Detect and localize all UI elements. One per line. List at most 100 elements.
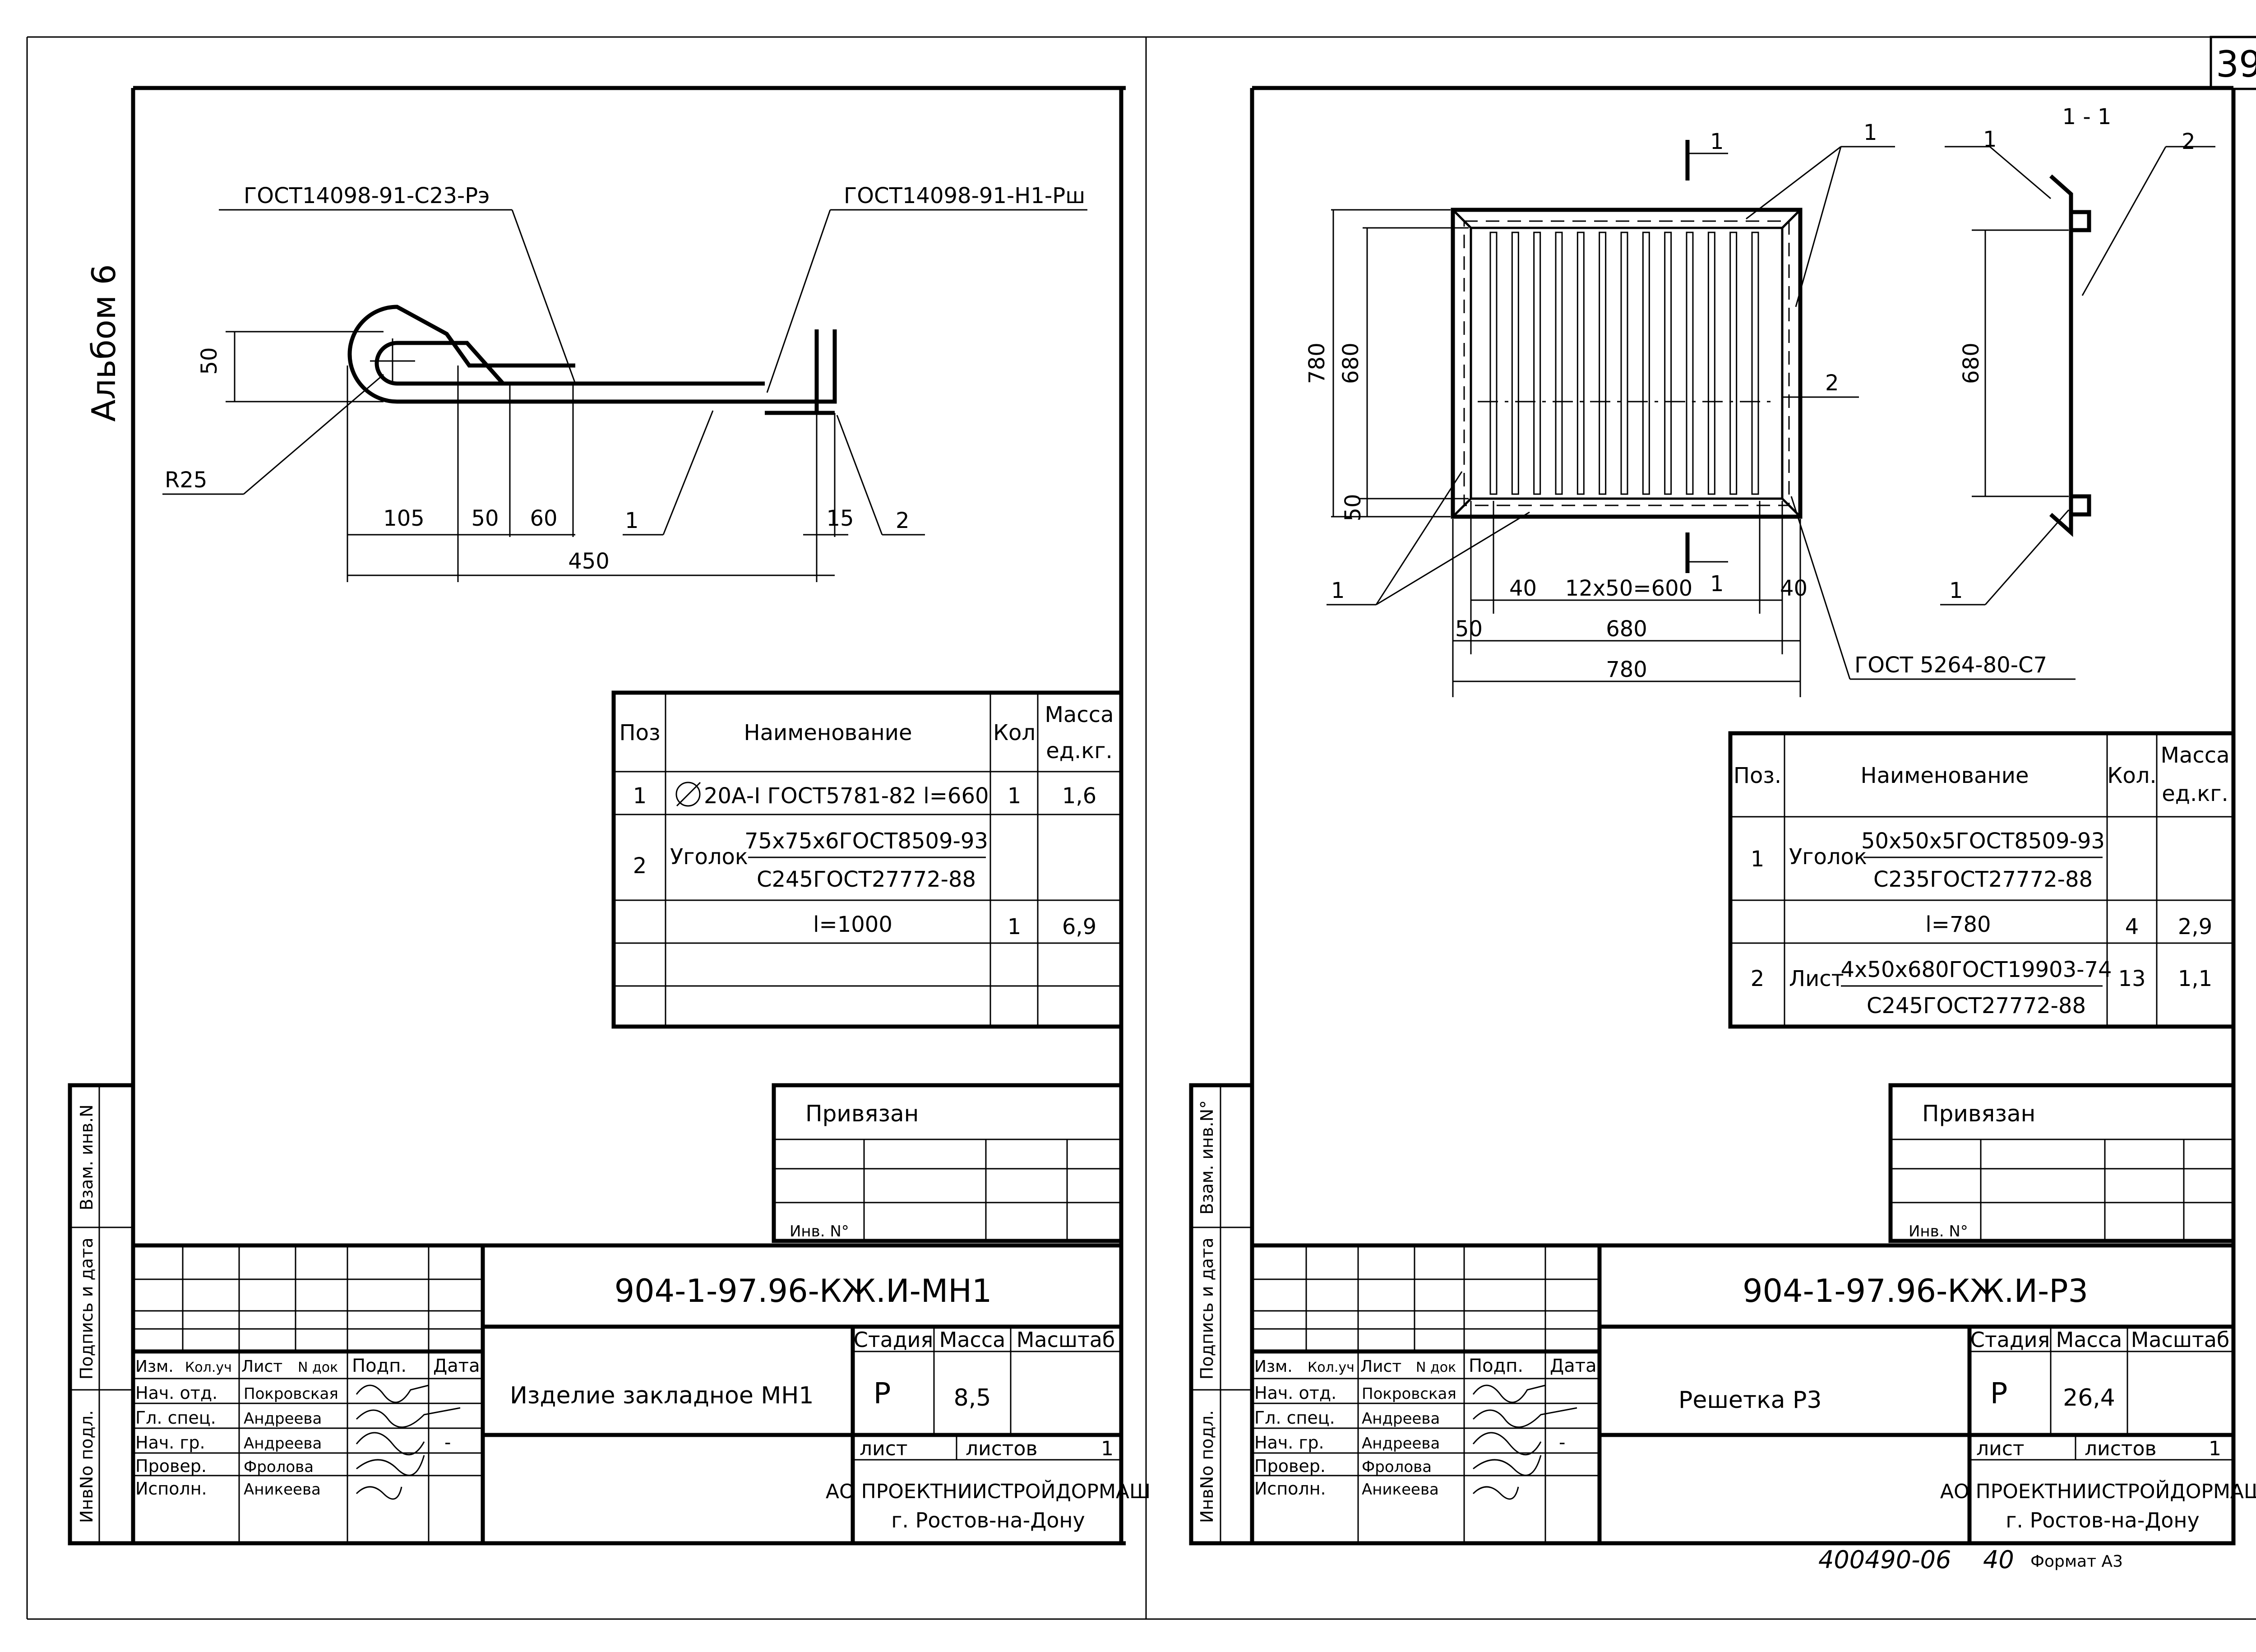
spec-r2-bottom: С245ГОСТ27772-88	[757, 867, 976, 892]
left-stamp-title: Изделие закладное МН1	[510, 1382, 814, 1409]
right-grid-plan	[1327, 140, 2076, 697]
spec-r2-pos: 2	[633, 853, 647, 879]
spec-r1-pos: 1	[633, 783, 647, 809]
right-privyazan-box	[1888, 1083, 2236, 1243]
callout-pos-2: 2	[896, 508, 910, 533]
right-inv: Инв. N°	[1909, 1222, 1968, 1240]
grid-plate	[1555, 231, 1563, 495]
right-section-pos2: 2	[2182, 129, 2196, 154]
spec-r3-qty: 1	[1008, 914, 1022, 939]
right-section-mark-top: 1	[1710, 129, 1724, 154]
right-dim-h40a: 40	[1509, 576, 1537, 601]
right-dim-h50: 50	[1455, 616, 1483, 642]
sheet-border	[26, 36, 2256, 1620]
right-name-2: Андреева	[1362, 1435, 1440, 1453]
left-col-podp: Подп.	[352, 1356, 407, 1376]
right-spec-r3-qty: 13	[2118, 966, 2145, 991]
right-spec-header-name: Наименование	[1860, 763, 2029, 788]
dim-50: 50	[471, 506, 499, 531]
left-name-2: Андреева	[244, 1435, 322, 1453]
right-role-2: Нач. гр.	[1254, 1433, 1324, 1453]
left-name-4: Аникеева	[244, 1481, 321, 1499]
page-number-box	[2210, 36, 2256, 90]
left-name-3: Фролова	[244, 1458, 314, 1476]
right-stamp-stage: Р	[1990, 1377, 2008, 1411]
right-spec-r3-top: 4x50x680ГОСТ19903-74	[1840, 957, 2112, 982]
left-part-drawing	[162, 209, 1087, 582]
left-stamp-scale-h: Масштаб	[1017, 1328, 1115, 1352]
right-callout-gost: ГОСТ 5264-80-С7	[1854, 652, 2047, 678]
grid-plate	[1620, 231, 1628, 495]
left-side-vzam: Взам. инв.N	[77, 1105, 97, 1211]
left-col-list: Лист	[241, 1357, 282, 1376]
right-spec-r1-bottom: С235ГОСТ27772-88	[1873, 867, 2093, 892]
spec-header-qty: Кол	[993, 720, 1036, 745]
right-dim-h680: 680	[1606, 616, 1647, 642]
right-col-data: Дата	[1550, 1356, 1597, 1376]
dim-450: 450	[568, 549, 610, 574]
right-dash: -	[1559, 1432, 1565, 1453]
left-stamp-mass-h: Масса	[939, 1328, 1006, 1352]
left-role-0: Нач. отд.	[135, 1383, 217, 1403]
right-role-3: Провер.	[1254, 1456, 1326, 1476]
spec-header-unit: ед.кг.	[1046, 738, 1112, 764]
right-role-0: Нач. отд.	[1254, 1383, 1336, 1403]
right-section-view	[1940, 146, 2215, 606]
spec-r1-name: 20А-I ГОСТ5781-82 l=660	[704, 783, 989, 809]
spec-header-mass: Масса	[1045, 702, 1114, 727]
left-col-data: Дата	[433, 1356, 480, 1376]
spec-r2-prefix: Уголок	[670, 844, 748, 870]
right-spec-r3-bottom: С245ГОСТ27772-88	[1867, 993, 2086, 1018]
right-spec-header-qty: Кол.	[2107, 763, 2156, 788]
right-spec-header-mass: Масса	[2160, 743, 2229, 768]
right-spec-table	[1728, 731, 2236, 1029]
grid-plate	[1533, 231, 1541, 495]
right-col-koluch: Кол.уч	[1308, 1360, 1355, 1375]
right-callout-pos1-top: 1	[1863, 120, 1877, 145]
right-side-vzam: Взам. инв.N°	[1197, 1100, 1217, 1215]
grid-plate	[1707, 231, 1715, 495]
right-spec-r3-mass: 1,1	[2178, 966, 2212, 991]
right-spec-r1-prefix: Уголок	[1789, 844, 1867, 870]
right-stamp-mass: 26,4	[2063, 1384, 2115, 1411]
dim-height-50: 50	[197, 347, 222, 375]
right-spec-r3-prefix: Лист	[1789, 966, 1844, 991]
spec-r1-mass: 1,6	[1062, 783, 1096, 809]
left-stamp-sheet: лист	[860, 1437, 908, 1460]
right-spec-r3-pos: 2	[1751, 966, 1765, 991]
right-dim-v780: 780	[1304, 342, 1330, 384]
left-dash: -	[444, 1432, 451, 1453]
left-stamp-stage-h: Стадия	[854, 1328, 933, 1352]
left-col-ndok: N док	[298, 1360, 338, 1375]
right-name-3: Фролова	[1362, 1458, 1432, 1476]
right-dim-v680: 680	[1338, 342, 1364, 384]
right-name-0: Покровская	[1362, 1385, 1456, 1403]
grid-plate	[1511, 231, 1519, 495]
right-dim-h780: 780	[1606, 657, 1647, 682]
grid-plate	[1664, 231, 1672, 495]
right-section-pos1: 1	[1983, 127, 1997, 152]
left-side-podp: Подпись и дата	[77, 1238, 97, 1380]
left-stamp-org: АО ПРОЕКТНИИСТРОЙДОРМАШ	[826, 1479, 1151, 1503]
grid-plate	[1599, 231, 1607, 495]
page-number: 39	[2216, 43, 2256, 85]
right-stamp-stage-h: Стадия	[1970, 1328, 2050, 1352]
right-spec-header-unit: ед.кг.	[2162, 781, 2228, 806]
right-section-mark-bottom: 1	[1710, 571, 1724, 597]
right-spec-r2-qty: 4	[2125, 914, 2139, 939]
left-stamp-city: г. Ростов-на-Дону	[891, 1508, 1085, 1532]
right-col-list: Лист	[1360, 1357, 1401, 1376]
spec-header-pos: Поз	[619, 720, 661, 745]
callout-gost-right: ГОСТ14098-91-Н1-Рш	[844, 183, 1085, 208]
right-dim-v50: 50	[1341, 494, 1366, 521]
right-stamp-sheets: листов	[2085, 1437, 2156, 1460]
footer-format: Формат А3	[2030, 1552, 2123, 1571]
left-spec-table	[611, 690, 1123, 1029]
left-stamp-sheets-count: 1	[1101, 1437, 1114, 1460]
right-stamp-city: г. Ростов-на-Дону	[2006, 1508, 2199, 1532]
footer-handwritten-code: 400490-06	[1818, 1546, 1951, 1574]
left-privyazan: Привязан	[805, 1101, 919, 1127]
callout-gost-top: ГОСТ14098-91-С23-Рэ	[244, 183, 490, 208]
spec-r3-name: l=1000	[813, 912, 892, 937]
